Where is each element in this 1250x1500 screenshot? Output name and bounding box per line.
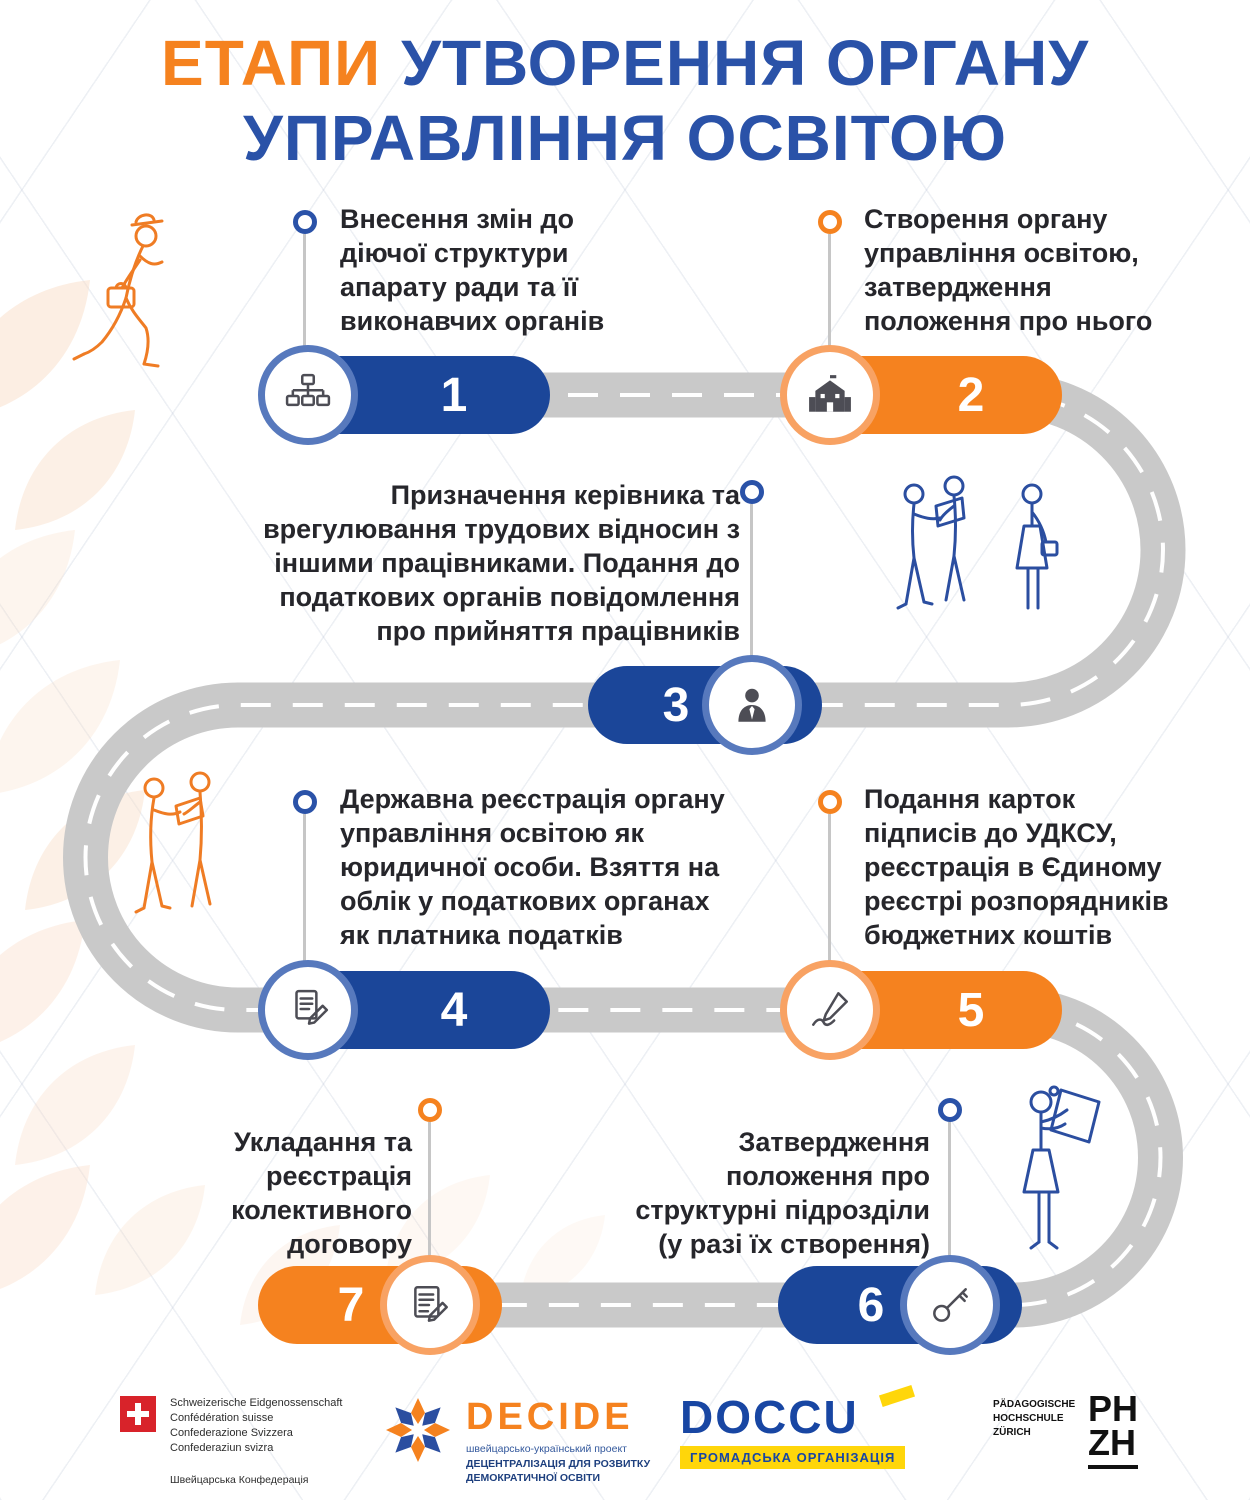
stage-1-icon-circle <box>258 345 358 445</box>
doccu-caption: ГРОМАДСЬКА ОРГАНІЗАЦІЯ <box>680 1446 906 1469</box>
phzh-logo-line-1: PH <box>1088 1388 1139 1429</box>
stage-6-marker <box>938 1098 962 1122</box>
stage-2-connector <box>828 234 831 347</box>
stage-3-number: 3 <box>662 678 690 732</box>
signature-icon <box>812 992 848 1027</box>
stage-3-connector <box>750 504 753 657</box>
stage-7-description: Укладання та реєстрація колективного дог… <box>231 1127 412 1259</box>
woman-reading-illustration <box>1022 1085 1101 1250</box>
stage-4-number: 4 <box>440 983 468 1037</box>
stage-1-number: 1 <box>440 368 468 422</box>
swiss-flag-icon <box>120 1396 156 1432</box>
stage-4-description: Державна реєстрація органу управління ос… <box>340 784 725 950</box>
stage-7-connector <box>428 1122 431 1257</box>
phzh-name-text: PÄDAGOGISCHE HOCHSCHULE ZÜRICH <box>993 1399 1076 1438</box>
two-men-illustration <box>134 771 212 914</box>
stage-1-connector <box>303 234 306 347</box>
decide-logo-text: DECIDE швейцарсько-український проект ДЕ… <box>466 1398 650 1485</box>
stage-5-icon-circle <box>780 960 880 1060</box>
org-chart-icon <box>285 373 331 407</box>
stage-4-connector <box>303 814 306 962</box>
stage-3-marker <box>740 480 764 504</box>
stage-7-icon-circle <box>380 1255 480 1355</box>
doccu-wordmark: DOCCU <box>680 1391 859 1443</box>
stage-5-description: Подання карток підписів до УДКСУ, реєстр… <box>864 784 1169 950</box>
stage-3-description: Призначення керівника та врегулювання тр… <box>263 480 740 646</box>
walking-man-illustration <box>72 213 164 368</box>
title-highlight: ЕТАПИ <box>161 27 382 99</box>
page-title: ЕТАПИ УТВОРЕННЯ ОРГАНУ УПРАВЛІННЯ ОСВІТОЮ <box>0 26 1250 176</box>
stage-7-marker <box>418 1098 442 1122</box>
doccu-logo: DOCCU ГРОМАДСЬКА ОРГАНІЗАЦІЯ <box>680 1385 916 1469</box>
phzh-logo-line-2: ZH <box>1088 1422 1136 1464</box>
decide-logo-mark <box>386 1398 450 1462</box>
stage-5-marker <box>818 790 842 814</box>
discussion-group-illustration <box>896 475 1059 610</box>
stage-6-icon-circle <box>900 1255 1000 1355</box>
stage-5-number: 5 <box>957 983 985 1037</box>
swiss-confederation-caption: Швейцарська Конфедерація <box>170 1474 309 1486</box>
swiss-confederation-text: Schweizerische Eidgenossenschaft Confédé… <box>170 1397 343 1454</box>
key-icon <box>933 1288 968 1322</box>
stage-6-number: 6 <box>857 1278 885 1332</box>
title-rest: УТВОРЕННЯ ОРГАНУ <box>401 27 1089 99</box>
stage-2-marker <box>818 210 842 234</box>
title-line-1: ЕТАПИ УТВОРЕННЯ ОРГАНУ <box>0 26 1250 101</box>
stage-4-marker <box>293 790 317 814</box>
stage-6-description: Затвердження положення про структурні пі… <box>635 1127 930 1259</box>
contract-pen-icon <box>414 1285 448 1322</box>
person-icon <box>738 688 766 722</box>
title-line-2: УПРАВЛІННЯ ОСВІТОЮ <box>243 101 1007 174</box>
school-building-icon <box>809 375 851 412</box>
stage-4-icon-circle <box>258 960 358 1060</box>
stage-2-description: Створення органу управління освітою, зат… <box>864 204 1153 336</box>
stage-5-connector <box>828 814 831 962</box>
road-centerline <box>83 393 1165 1307</box>
stage-6-connector <box>948 1122 951 1257</box>
document-pencil-icon <box>295 989 329 1025</box>
decide-subtitle-project: швейцарсько-український проект <box>466 1443 627 1455</box>
stage-1-marker <box>293 210 317 234</box>
stage-2-number: 2 <box>957 368 985 422</box>
stage-3-icon-circle <box>702 655 802 755</box>
decide-subtitle-program: ДЕЦЕНТРАЛІЗАЦІЯ ДЛЯ РОЗВИТКУ ДЕМОКРАТИЧН… <box>466 1458 651 1484</box>
stage-1-description: Внесення змін до діючої структури апарат… <box>340 204 605 336</box>
decide-wordmark: DECIDE <box>466 1396 634 1438</box>
stage-7-number: 7 <box>337 1278 365 1332</box>
phzh-logo: PH ZH <box>1088 1388 1139 1470</box>
stage-2-icon-circle <box>780 345 880 445</box>
